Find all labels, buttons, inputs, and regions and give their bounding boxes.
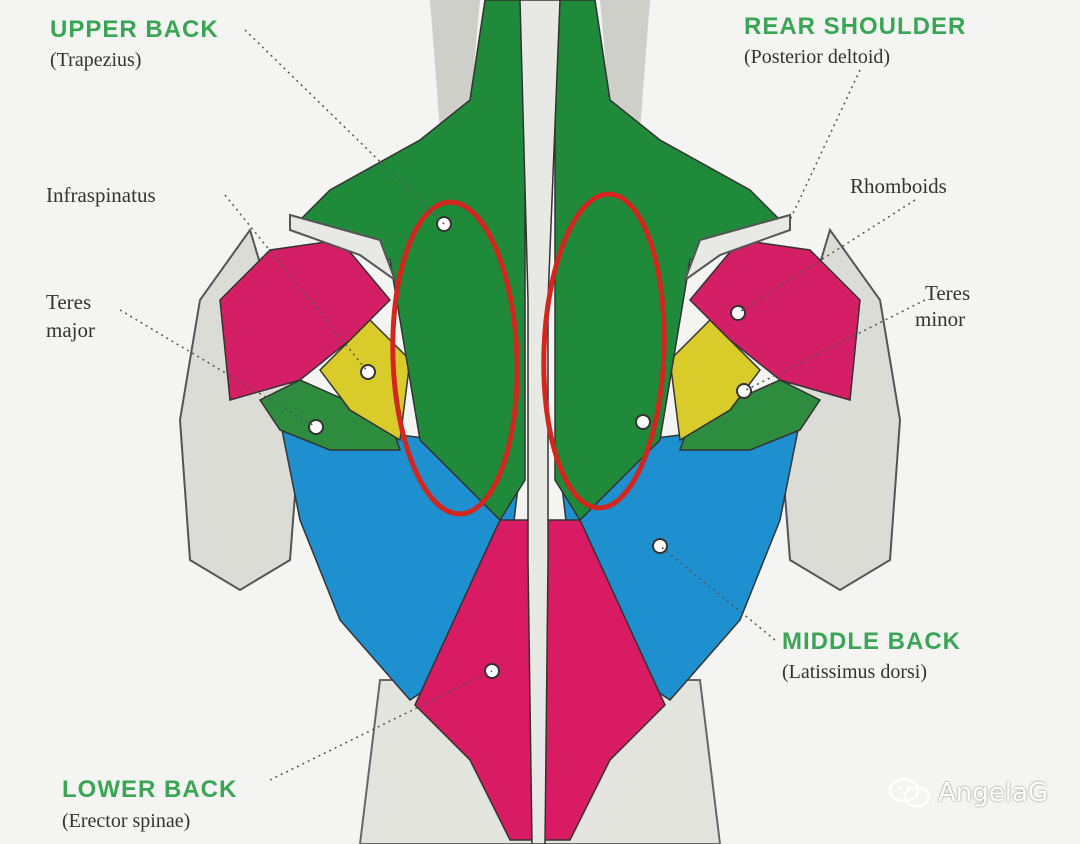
trapezius-right: [554, 0, 782, 522]
wechat-icon: [888, 777, 931, 808]
label-trapezius: (Trapezius): [50, 49, 142, 71]
posterior-deltoid-left: [219, 239, 392, 401]
label-teres-minor-1: Teres: [925, 281, 971, 305]
scapula-left: [289, 213, 398, 283]
posterior-deltoid-right: [688, 239, 861, 401]
label-posterior-deltoid: (Posterior deltoid): [744, 46, 891, 68]
scapula-right: [682, 213, 791, 283]
label-rear-shoulder: REAR SHOULDER: [744, 13, 967, 40]
label-middle-back: MIDDLE BACK: [782, 628, 961, 655]
highlight-oval-left: [390, 199, 520, 517]
dot-teres-minor-right: [736, 383, 752, 399]
label-rhomboids: Rhomboids: [850, 174, 947, 198]
dot-rhomboid: [635, 414, 651, 430]
label-lower-back: LOWER BACK: [62, 776, 238, 803]
label-upper-back: UPPER BACK: [50, 16, 219, 43]
label-teres-major-2: major: [46, 318, 95, 342]
label-infraspinatus: Infraspinatus: [46, 183, 156, 207]
label-erector-spinae: (Erector spinae): [62, 810, 191, 832]
dot-deltoid-right: [730, 305, 746, 321]
watermark-text: AngelaG: [938, 778, 1049, 808]
neck-right: [600, 0, 650, 130]
spine: [519, 0, 561, 844]
neck-left: [430, 0, 480, 130]
label-teres-minor-2: minor: [915, 307, 966, 331]
label-latissimus: (Latissimus dorsi): [782, 661, 927, 683]
dot-latissimus: [652, 538, 668, 554]
leader-lines: [119, 29, 926, 781]
watermark: AngelaG: [888, 776, 1048, 810]
dot-teres-minor-left: [360, 364, 376, 380]
label-teres-major-1: Teres: [46, 290, 92, 314]
highlight-oval-right: [541, 191, 667, 511]
